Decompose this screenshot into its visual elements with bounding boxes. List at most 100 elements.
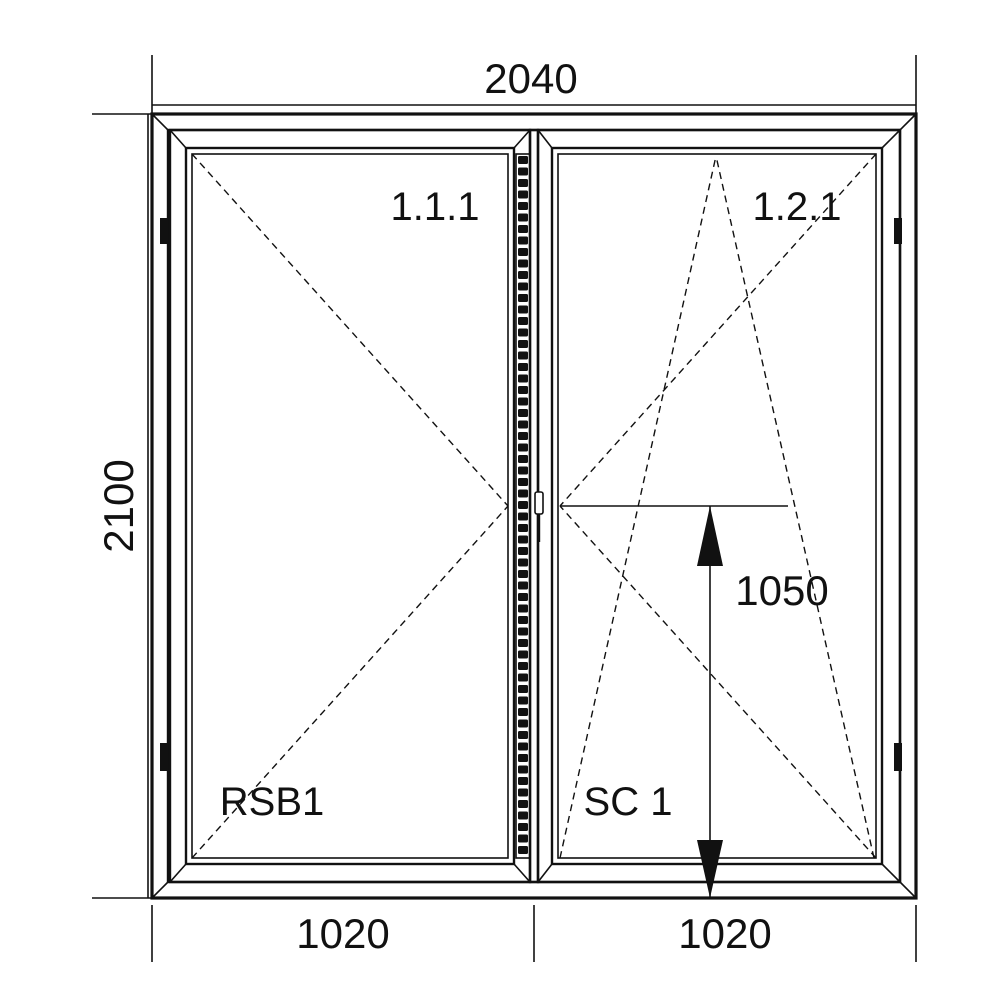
- gasket-segment: [518, 627, 528, 636]
- gasket-segment: [518, 823, 528, 831]
- gasket-segment: [518, 558, 528, 567]
- gasket-segment: [518, 455, 528, 463]
- gasket-segment: [518, 156, 528, 164]
- gasket-segment: [518, 305, 528, 314]
- right-sash-turn-line-bottom: [559, 505, 877, 859]
- frame-corner-br: [899, 881, 917, 899]
- gasket-segment: [518, 271, 528, 279]
- meeting-stile: [515, 128, 540, 884]
- hinge-icon-right-top: [894, 218, 902, 244]
- window-handle: [534, 491, 544, 542]
- hinges: [160, 218, 902, 771]
- gasket-segment: [518, 650, 528, 659]
- frame-inner-edge: [166, 128, 902, 884]
- gasket-segment: [518, 340, 528, 348]
- gasket-segment: [518, 846, 528, 854]
- left-sash-width-label: 1020: [296, 910, 389, 957]
- gasket-segment: [518, 294, 528, 302]
- right-sash: 1.2.1 SC 1 1050: [536, 128, 902, 898]
- gasket-segment: [518, 489, 528, 498]
- left-sash: 1.1.1 RSB1: [168, 128, 532, 884]
- gasket-segment: [518, 167, 528, 176]
- gasket-segment: [518, 512, 528, 521]
- gasket-segment: [518, 478, 528, 486]
- handle-base: [534, 491, 544, 515]
- total-width-label: 2040: [484, 55, 577, 102]
- gasket-segment: [518, 570, 528, 578]
- gasket-segment: [518, 420, 528, 429]
- gasket-segment: [518, 754, 528, 762]
- left-sash-opening-line-bottom: [191, 505, 509, 859]
- gasket-segment: [518, 604, 528, 613]
- gasket-segment: [518, 501, 528, 509]
- gasket-segment: [518, 524, 528, 532]
- gasket-segment: [518, 259, 528, 268]
- gasket-segment: [518, 363, 528, 371]
- left-sash-type-code: RSB1: [220, 780, 325, 824]
- top-dimension: 2040: [151, 55, 917, 130]
- total-height-label: 2100: [95, 459, 142, 552]
- gasket-segment: [518, 639, 528, 647]
- gasket-segment: [518, 225, 528, 233]
- right-sash-position-code: 1.2.1: [753, 185, 842, 229]
- gasket-segment: [518, 800, 528, 808]
- gasket-segment: [518, 443, 528, 452]
- right-sash-tilt-line-left: [559, 155, 717, 859]
- gasket-segment: [518, 328, 528, 337]
- gasket-segment: [518, 673, 528, 682]
- right-sash-width-label: 1020: [678, 910, 771, 957]
- gasket-segment: [518, 282, 528, 291]
- handle-height-label: 1050: [735, 567, 828, 614]
- gasket-segment: [518, 685, 528, 693]
- left-sash-outer: [168, 128, 532, 884]
- gasket-segment: [518, 202, 528, 210]
- right-sash-tilt-line-right: [715, 155, 875, 859]
- hinge-icon-left-bottom: [160, 743, 168, 771]
- gasket-segment: [518, 190, 528, 199]
- gasket-segment: [518, 317, 528, 325]
- right-sash-type-code: SC 1: [584, 780, 673, 824]
- gasket-segment: [518, 213, 528, 222]
- frame-outer-edge: [150, 112, 918, 900]
- gasket-segment: [518, 581, 528, 590]
- gasket-segment: [518, 236, 528, 245]
- frame-corner-tr: [899, 113, 917, 131]
- gasket-segment: [518, 662, 528, 670]
- gasket-strip: [518, 156, 528, 854]
- gasket-segment: [518, 374, 528, 383]
- gasket-segment: [518, 742, 528, 751]
- gasket-segment: [518, 386, 528, 394]
- gasket-segment: [518, 788, 528, 797]
- gasket-segment: [518, 179, 528, 187]
- frame-corner-tl: [151, 113, 169, 131]
- left-sash-corner-bl: [169, 863, 187, 883]
- left-dimension: 2100: [92, 113, 162, 899]
- left-sash-glass: [191, 153, 509, 859]
- handle-height-arrow-down: [697, 840, 723, 898]
- gasket-segment: [518, 731, 528, 739]
- left-sash-opening-line-top: [191, 153, 509, 507]
- gasket-segment: [518, 719, 528, 728]
- gasket-segment: [518, 432, 528, 440]
- left-sash-corner-tr: [513, 129, 531, 149]
- bottom-dimension: 1020 1020: [151, 905, 917, 962]
- handle-height-arrow-up: [697, 506, 723, 566]
- handle-height-dimension: 1050: [560, 505, 829, 898]
- right-sash-corner-bl: [537, 863, 553, 883]
- gasket-segment: [518, 811, 528, 820]
- hinge-icon-left-top: [160, 218, 168, 244]
- right-sash-corner-br: [881, 863, 901, 883]
- right-sash-corner-tl: [537, 129, 553, 149]
- left-sash-glazing-bead: [184, 146, 516, 866]
- gasket-segment: [518, 616, 528, 624]
- gasket-segment: [518, 535, 528, 544]
- gasket-segment: [518, 547, 528, 555]
- gasket-segment: [518, 834, 528, 843]
- left-sash-position-code: 1.1.1: [391, 185, 480, 229]
- gasket-segment: [518, 696, 528, 705]
- gasket-segment: [518, 765, 528, 774]
- gasket-segment: [518, 708, 528, 716]
- gasket-segment: [518, 397, 528, 406]
- frame-corner-bl: [151, 881, 169, 899]
- gasket-segment: [518, 248, 528, 256]
